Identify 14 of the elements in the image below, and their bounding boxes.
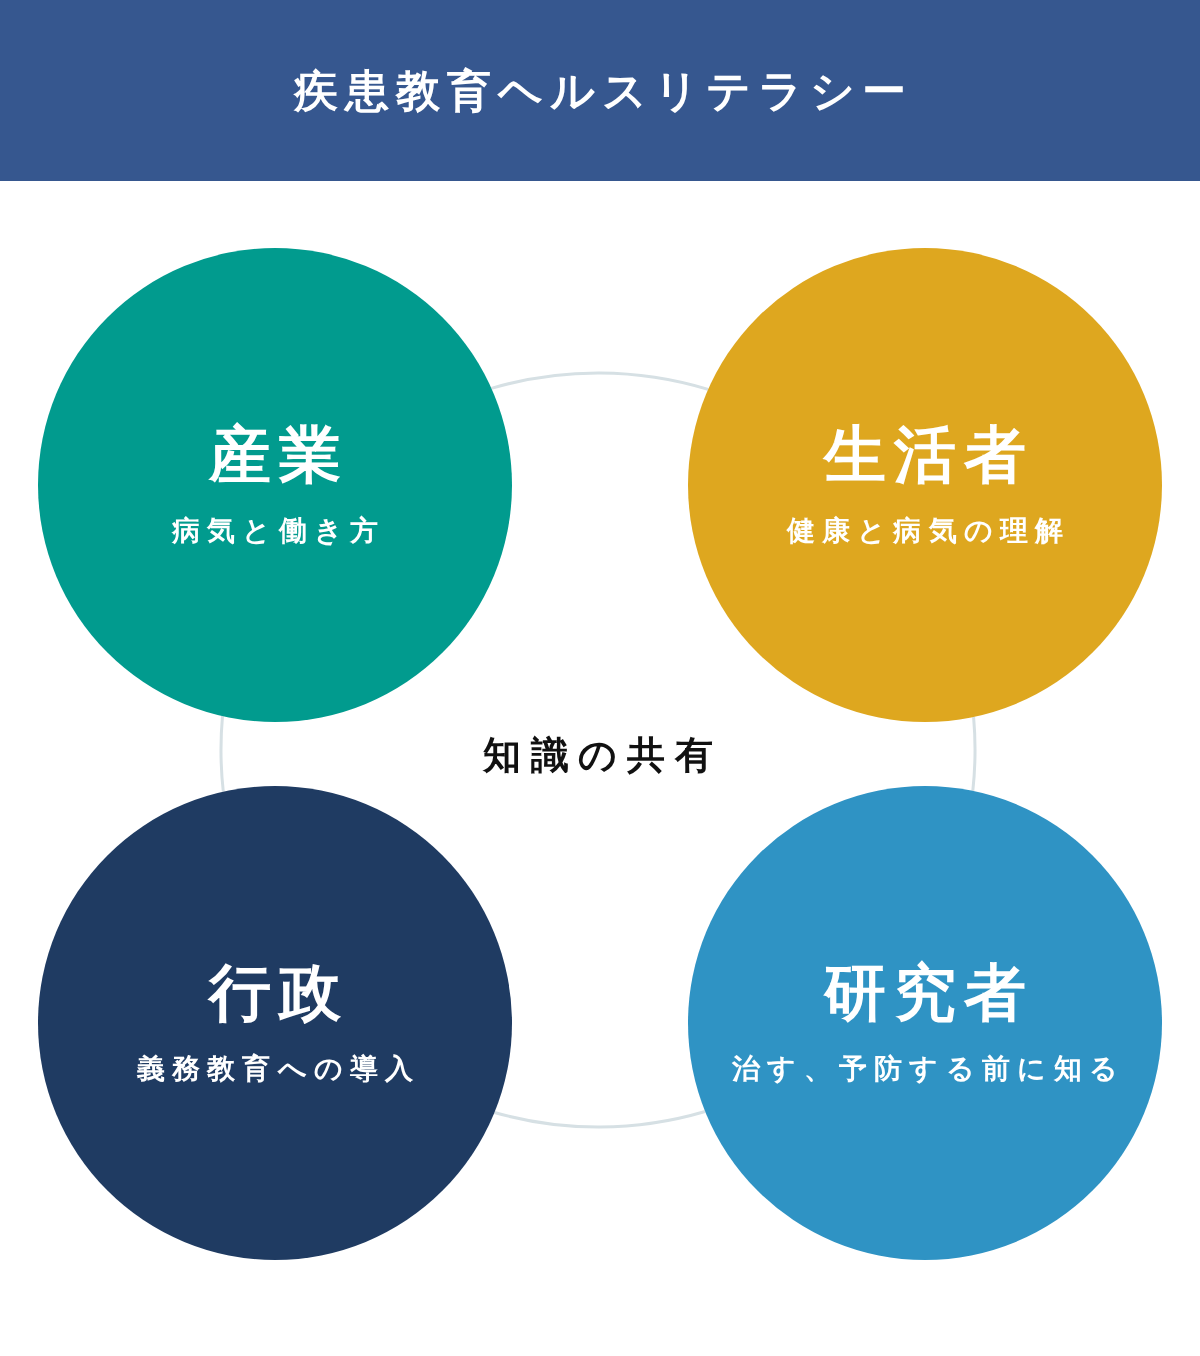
connector-arc bbox=[494, 1110, 706, 1128]
circle-heading: 生活者 bbox=[822, 420, 1035, 490]
circle-heading: 産業 bbox=[207, 420, 350, 490]
circle-subtitle: 義務教育への導入 bbox=[135, 1051, 421, 1087]
connector-arc bbox=[491, 372, 709, 391]
circle-heading: 研究者 bbox=[822, 958, 1035, 1028]
circle-subtitle: 健康と病気の理解 bbox=[785, 513, 1071, 549]
connector-arc bbox=[971, 716, 977, 792]
circle-subtitle: 病気と働き方 bbox=[170, 513, 386, 549]
connector-arc bbox=[219, 716, 225, 792]
circle-subtitle: 治す、予防する前に知る bbox=[731, 1051, 1126, 1087]
page-title: 疾患教育ヘルスリテラシー bbox=[292, 63, 914, 118]
circle-heading: 行政 bbox=[206, 958, 350, 1028]
center-label: 知識の共有 bbox=[481, 732, 724, 779]
